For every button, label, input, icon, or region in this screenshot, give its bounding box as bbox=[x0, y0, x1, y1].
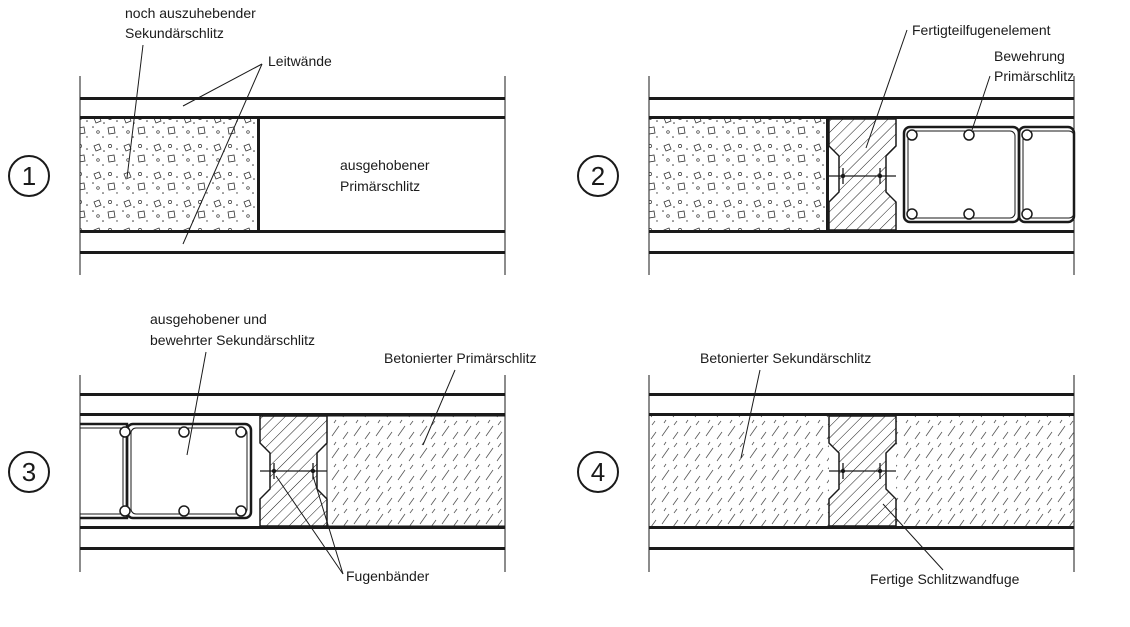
leader-line bbox=[182, 63, 263, 245]
concrete-secondary-slot bbox=[649, 416, 829, 526]
reinforcement-cage bbox=[80, 422, 253, 520]
label-concreted-secondary: Betonierter Sekundärschlitz bbox=[700, 350, 871, 366]
reinforcement-cage bbox=[902, 125, 1076, 224]
label-waterstops: Fugenbänder bbox=[346, 568, 430, 584]
step-number: 1 bbox=[22, 161, 36, 191]
step-3-badge: 3 bbox=[8, 451, 50, 493]
guide-walls bbox=[79, 375, 506, 572]
label-finished-joint: Fertige Schlitzwandfuge bbox=[870, 571, 1020, 587]
slot-boundary bbox=[826, 119, 829, 230]
label-secondary-to-excavate-2: Sekundärschlitz bbox=[125, 25, 224, 41]
leader-line bbox=[275, 475, 344, 575]
label-excavated-reinforced-1: ausgehobener und bbox=[150, 311, 267, 327]
step-number: 2 bbox=[591, 161, 605, 191]
label-concreted-primary: Betonierter Primärschlitz bbox=[384, 350, 537, 366]
step-1-badge: 1 bbox=[8, 155, 50, 197]
step-4-badge: 4 bbox=[577, 451, 619, 493]
panel-2: 2 bbox=[577, 22, 1076, 275]
label-excavated-reinforced-2: bewehrter Sekundärschlitz bbox=[150, 332, 315, 348]
leader-line bbox=[422, 369, 456, 446]
label-secondary-to-excavate-1: noch auszuhebender bbox=[125, 5, 256, 21]
panel-3: 3 bbox=[8, 311, 537, 584]
leader-line bbox=[126, 44, 144, 179]
step-2-badge: 2 bbox=[577, 155, 619, 197]
step-number: 3 bbox=[22, 457, 36, 487]
panel-4: 4 Betonierter Sekundärschlitz Fertige Sc… bbox=[577, 350, 1075, 587]
concrete-primary-slot bbox=[326, 415, 506, 527]
soil-secondary-slot bbox=[649, 119, 826, 230]
soil-secondary-slot bbox=[80, 119, 257, 230]
label-reinforcement-2: Primärschlitz bbox=[994, 68, 1074, 84]
leader-line bbox=[740, 369, 761, 459]
label-joint-element: Fertigteilfugenelement bbox=[912, 22, 1051, 38]
step-number: 4 bbox=[591, 457, 605, 487]
panel-1: 1 noch auszuhebender Sekundärschlitz Lei… bbox=[8, 5, 506, 275]
leader-line bbox=[312, 475, 344, 575]
joint-element bbox=[828, 118, 897, 231]
waterstop-icon bbox=[829, 168, 896, 184]
label-excavated-primary-2: Primärschlitz bbox=[340, 178, 420, 194]
slot-boundary bbox=[257, 119, 260, 230]
leader-line bbox=[865, 29, 908, 149]
leader-line bbox=[971, 75, 991, 131]
label-excavated-primary-1: ausgehobener bbox=[340, 157, 430, 173]
label-reinforcement-1: Bewehrung bbox=[994, 48, 1065, 64]
waterstop-icon bbox=[829, 463, 896, 479]
leader-line bbox=[182, 63, 263, 107]
leader-line bbox=[882, 503, 944, 571]
concrete-primary-slot bbox=[896, 416, 1074, 526]
leader-line bbox=[186, 351, 207, 456]
label-guide-walls: Leitwände bbox=[268, 53, 332, 69]
